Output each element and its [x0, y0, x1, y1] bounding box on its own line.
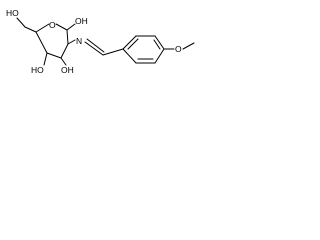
- ring-inner-bond-1: [127, 38, 139, 50]
- bond-n-ch-double-b: [86, 38, 105, 53]
- methoxy-oxygen-label: O: [175, 44, 182, 54]
- bond-c5-ring-o: [35, 23, 50, 33]
- ring-oxygen-label: O: [49, 20, 56, 30]
- oh-bottom-right-label: OH: [61, 65, 74, 75]
- bond-ch-aryl: [102, 48, 124, 56]
- bond-n-ch-double-a: [84, 41, 104, 56]
- bond-ho-ch2: [16, 17, 26, 28]
- ring-bond-3: [154, 35, 165, 50]
- imine-nitrogen-label: N: [76, 36, 82, 46]
- bond-c4-c5: [35, 31, 48, 54]
- bond-c1-oh: [66, 23, 76, 31]
- bond-ring-o-c1: [55, 23, 68, 31]
- bond-ch2-c5: [24, 26, 37, 33]
- ho-bottom-left-label: HO: [31, 65, 44, 75]
- bond-c2-c3: [60, 43, 69, 59]
- bond-c3-c4: [46, 52, 62, 59]
- bond-c3-oh: [60, 57, 67, 66]
- bond-o-ch3: [182, 42, 195, 50]
- ring-bond-1: [122, 35, 137, 50]
- bonds: [16, 17, 195, 66]
- bond-c2-n: [67, 39, 76, 45]
- chemical-structure: HO OH O N HO OH O: [6, 8, 195, 75]
- ring-inner-bond-2: [153, 39, 161, 50]
- ho-top-label: HO: [6, 8, 19, 18]
- bond-c4-ho: [43, 52, 48, 66]
- ring-bond-4: [154, 48, 165, 64]
- bond-c1-c2: [66, 29, 69, 45]
- ring-bond-6: [122, 48, 137, 64]
- oh-right-label: OH: [75, 16, 88, 26]
